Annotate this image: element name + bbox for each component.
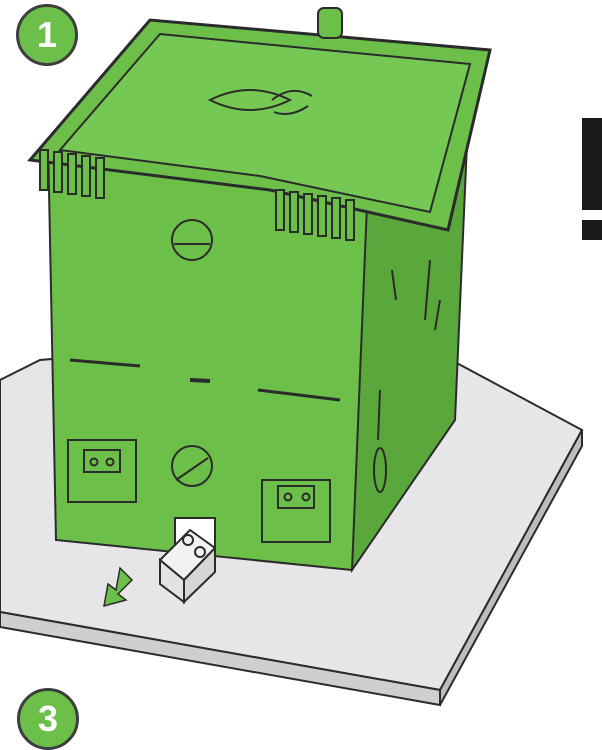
exclamation-icon [582,118,602,248]
assembly-illustration: 1 3 [0,0,602,719]
step-number: 1 [37,14,57,56]
step-badge: 1 [16,4,78,66]
exclamation-bar [582,118,602,210]
step-number-next: 3 [38,698,58,740]
exclamation-dot [582,220,602,240]
bin-drawing [0,0,602,719]
step-badge-next: 3 [17,688,79,750]
